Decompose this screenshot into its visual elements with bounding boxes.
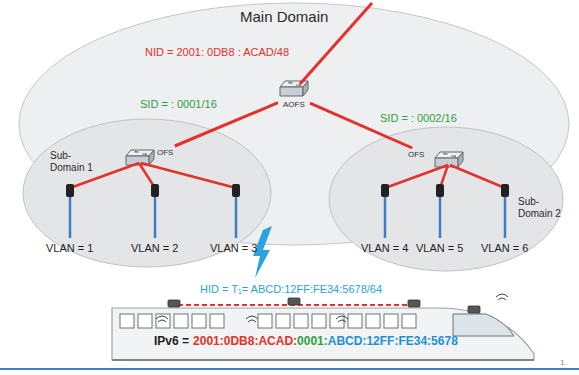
train: IPv6 = 2001:0DB8:ACAD:0001:ABCD:12FF:FE34… (108, 296, 538, 364)
node-text: Main Domain (240, 8, 328, 25)
address-part: ABCD:12FF:FE34:5678 (328, 335, 458, 349)
address-part: 0001: (297, 335, 328, 349)
train-body (108, 296, 538, 364)
ofs-switch: OFS (406, 148, 464, 168)
vlan-label: VLAN = 4 (361, 242, 408, 255)
node-text: Sub-Domain 1 (50, 150, 98, 173)
vlan-label: VLAN = 3 (210, 242, 257, 255)
node-text: AOFS (283, 100, 305, 109)
rail-track (0, 369, 579, 370)
node-text: Sub-Domain 2 (518, 196, 562, 219)
vlan-label: VLAN = 6 (481, 242, 528, 255)
vlan-label: VLAN = 2 (131, 242, 178, 255)
subnet-id: SID = : 0001/16 (140, 98, 217, 111)
switch-icon (125, 149, 155, 167)
aofs-switch: AOFS (278, 80, 310, 112)
access-poles (66, 184, 509, 238)
vlan-label: VLAN = 1 (46, 242, 93, 255)
address-part: 2001:0DB8:ACAD: (193, 335, 297, 349)
network-id: NID = 2001: 0DB8 : ACAD/48 (145, 46, 289, 59)
domain-outline (18, 2, 570, 246)
switch-icon (279, 80, 309, 98)
switch-icon (434, 151, 464, 169)
subnet-id: SID = : 0002/16 (380, 112, 457, 125)
trunk-link (310, 103, 412, 148)
page-mark: 1. (560, 358, 567, 367)
address-row: IPv6 = 2001:0DB8:ACAD:0001:ABCD:12FF:FE34… (154, 335, 458, 349)
main-domain: Main DomainAOFS Sub-Domain 1 OFS Sub-Domain… (18, 2, 570, 246)
ofs-switch: OFS (122, 146, 180, 166)
address-part: IPv6 = (154, 335, 189, 349)
node-text: OFS (157, 148, 173, 157)
host-id: HID = T₁= ABCD:12FF:FE34:5678/64 (200, 283, 382, 296)
vlan-label: VLAN = 5 (416, 242, 463, 255)
node-text: OFS (408, 150, 424, 159)
